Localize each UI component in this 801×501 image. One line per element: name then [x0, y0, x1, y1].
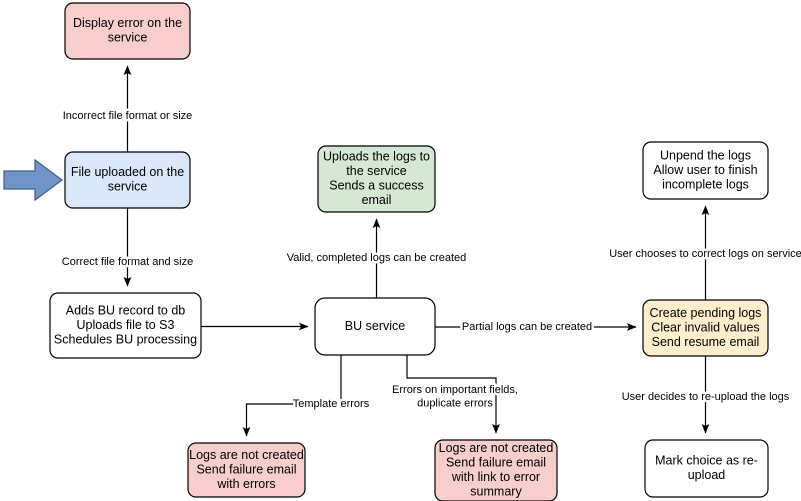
bu-service-node[interactable]: BU service [314, 297, 436, 356]
file-uploaded-node-label: service [108, 180, 148, 194]
edge-errors-on-important-fields-label: duplicate errors [417, 398, 493, 410]
mark-choice-reupload-node-label: upload [688, 468, 726, 482]
unpend-logs-node-shape[interactable] [642, 141, 769, 200]
edge-incorrect-file-format-label-halo: Incorrect file format or size [63, 110, 193, 122]
file-uploaded-node-shape[interactable] [64, 151, 191, 209]
edge-errors-on-important-fields-label: Errors on important fields, [392, 384, 518, 396]
adds-bu-record-node-shape[interactable] [49, 292, 202, 359]
adds-bu-record-node-label: Adds BU record to db [66, 303, 186, 317]
edge-correct-file-format-label-halo: Correct file format and size [62, 256, 193, 268]
edge-correct-file-format-label: Correct file format and size [62, 256, 193, 268]
edge-valid-completed-logs-label-halo: Valid, completed logs can be created [287, 252, 467, 264]
uploads-logs-node-label: Sends a success [329, 179, 424, 193]
mark-choice-reupload-node[interactable]: Mark choice as re-upload [644, 439, 769, 498]
edge-incorrect-file-format-label: Incorrect file format or size [63, 110, 193, 122]
edge-errors-on-important-fields: Errors on important fields,Errors on imp… [390, 355, 520, 434]
file-uploaded-node-label: File uploaded on the [71, 165, 184, 179]
logs-not-created-error-summary-node-shape[interactable] [434, 439, 558, 501]
edge-partial-logs-can-be-created-label: Partial logs can be created [462, 321, 592, 333]
unpend-logs-node-label: Allow user to finish [653, 163, 757, 177]
edge-valid-completed-logs-label: Valid, completed logs can be created [287, 252, 467, 264]
display-error-node-label: Display error on the [73, 16, 182, 30]
logs-not-created-error-summary-node-label: with link to error [451, 470, 540, 484]
adds-bu-record-node-label: Uploads file to S3 [77, 318, 175, 332]
create-pending-logs-node-label: Clear invalid values [651, 320, 759, 334]
bu-service-node-shape[interactable] [314, 297, 436, 356]
logs-not-created-template-errors-node-label: Send failure email [196, 462, 296, 476]
adds-bu-record-node-label: Schedules BU processing [54, 332, 197, 346]
uploads-logs-node-label: Uploads the logs to [323, 150, 430, 164]
edge-errors-on-important-fields-label-halo: Errors on important fields, [392, 384, 518, 396]
edge-user-reuploads-logs-label-halo: User decides to re-upload the logs [622, 391, 790, 403]
uploads-logs-node-label: the service [346, 164, 406, 178]
create-pending-logs-node-shape[interactable] [642, 299, 769, 357]
uploads-logs-node-shape[interactable] [317, 145, 436, 213]
edge-partial-logs-can-be-created-label-halo: Partial logs can be created [462, 321, 592, 333]
logs-not-created-template-errors-node-shape[interactable] [187, 442, 306, 498]
edge-errors-on-important-fields-label-halo: duplicate errors [417, 398, 493, 410]
edge-errors-on-important-fields-line [406, 355, 500, 434]
create-pending-logs-node-label: Create pending logs [650, 306, 762, 320]
edge-user-reuploads-logs-label: User decides to re-upload the logs [622, 391, 790, 403]
logs-not-created-error-summary-node-label: summary [470, 485, 522, 499]
logs-not-created-error-summary-node-label: Logs are not created [439, 441, 554, 455]
logs-not-created-error-summary-node-label: Send failure email [446, 456, 546, 470]
display-error-node-shape[interactable] [64, 2, 191, 60]
display-error-node-label: service [108, 31, 148, 45]
mark-choice-reupload-node-shape[interactable] [644, 439, 769, 498]
bu-service-node-label: BU service [345, 319, 405, 333]
mark-choice-reupload-node-label: Mark choice as re- [655, 454, 758, 468]
edge-valid-completed-logs: Valid, completed logs can be createdVali… [284, 218, 469, 298]
uploads-logs-node-label: email [362, 193, 392, 207]
edge-template-errors-label-halo: Template errors [293, 398, 370, 410]
edge-user-corrects-logs-label: User chooses to correct logs on service [609, 248, 801, 260]
edge-template-errors-label: Template errors [293, 398, 370, 410]
logs-not-created-template-errors-node-label: with errors [216, 477, 275, 491]
create-pending-logs-node-label: Send resume email [652, 335, 760, 349]
edge-user-corrects-logs: User chooses to correct logs on serviceU… [607, 205, 801, 300]
edge-user-corrects-logs-label-halo: User chooses to correct logs on service [609, 248, 801, 260]
unpend-logs-node-label: incomplete logs [662, 177, 749, 191]
logs-not-created-template-errors-node-label: Logs are not created [189, 448, 304, 462]
start-arrow-marker [3, 158, 64, 202]
start-arrow-layer [3, 158, 64, 202]
unpend-logs-node-label: Unpend the logs [660, 148, 751, 162]
edge-template-errors-line [242, 355, 342, 437]
